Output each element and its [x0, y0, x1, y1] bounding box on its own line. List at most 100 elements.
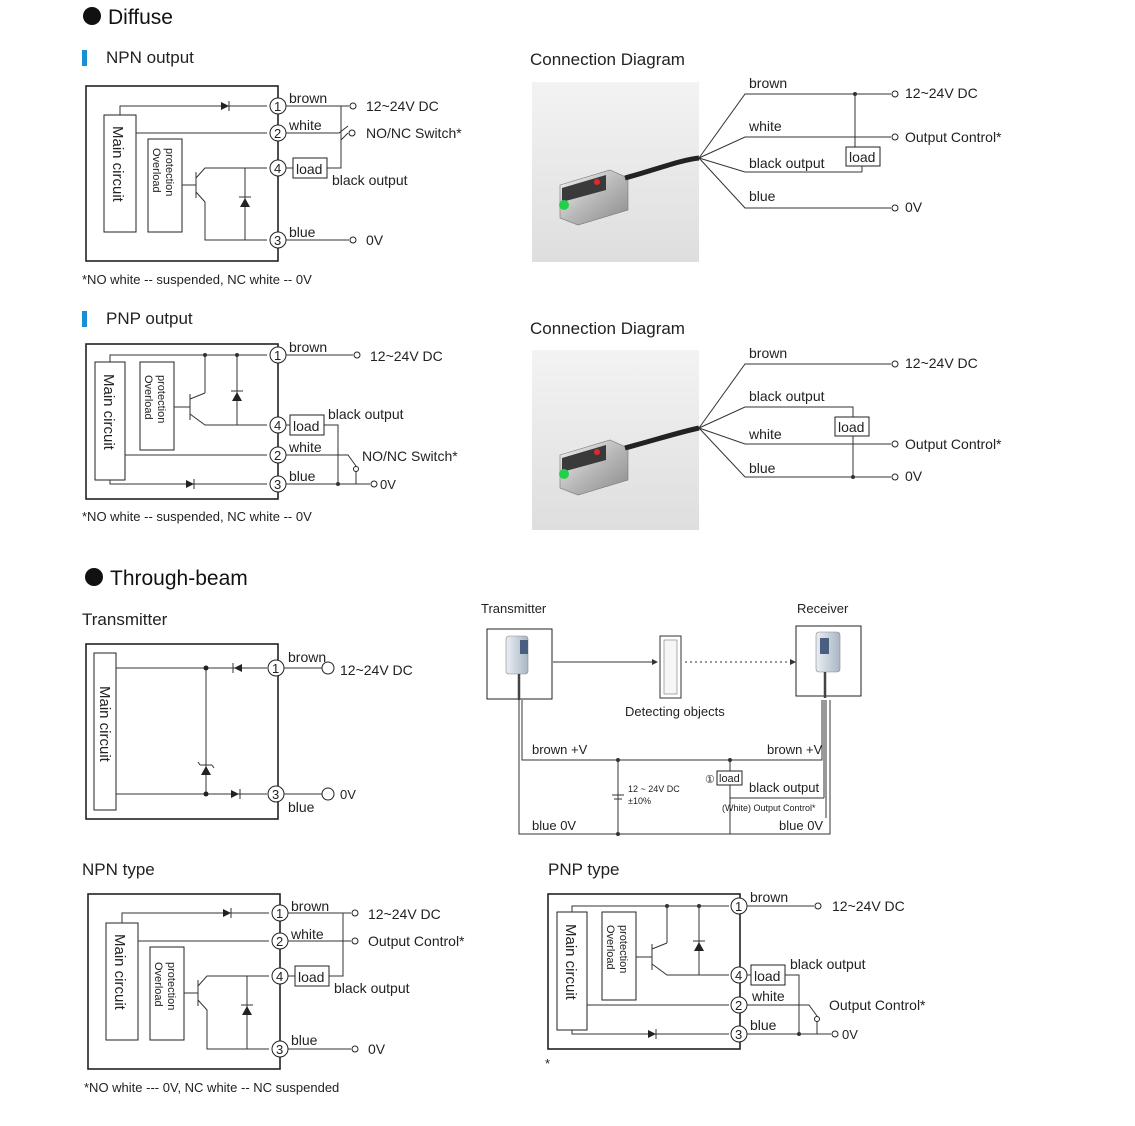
pin-3: 3: [272, 787, 279, 802]
through-beam-heading: Through-beam: [85, 567, 248, 590]
note-pnp-type: *: [545, 1056, 550, 1071]
pin-1: 1: [276, 906, 283, 921]
connection-diagram-1: Connection Diagram load brown white blac…: [530, 50, 1002, 262]
blue-0v-left: blue 0V: [532, 818, 576, 833]
wire-blue: blue: [289, 468, 316, 484]
load-label: load: [296, 161, 322, 177]
pin-3: 3: [274, 233, 281, 248]
wire-white: white: [748, 426, 782, 442]
load-label: load: [849, 149, 875, 165]
pnp-type-title: PNP type: [548, 860, 620, 879]
zero-v-label: 0V: [380, 477, 396, 492]
pin-3: 3: [276, 1042, 283, 1057]
accent-bar: [82, 50, 87, 66]
pnp-output-title: PNP output: [106, 309, 193, 328]
bullet-icon: [85, 568, 103, 586]
wire-black: black output: [749, 388, 825, 404]
pin-1: 1: [274, 99, 281, 114]
npn-output-title: NPN output: [106, 48, 194, 67]
switch-label: NO/NC Switch*: [366, 125, 462, 141]
output-control-label: Output Control*: [829, 997, 926, 1013]
pnp-output-block: PNP output Main circuit Overload protect…: [82, 309, 458, 524]
main-circuit-label: Main circuit: [111, 934, 128, 1011]
npn-type-block: NPN type Main circuit Overload protectio…: [82, 860, 465, 1095]
note-pnp: *NO white -- suspended, NC white -- 0V: [82, 509, 312, 524]
circle-1-label: ①: [705, 774, 715, 786]
pin-1: 1: [735, 899, 742, 914]
wire-white: white: [288, 439, 322, 455]
output-control-label: Output Control*: [905, 129, 1002, 145]
bullet-icon: [83, 7, 101, 25]
supply-label: 12~24V DC: [368, 906, 441, 922]
black-output-label: black output: [749, 780, 819, 795]
supply-label: 12~24V DC: [905, 85, 978, 101]
sensor-photo-2: [532, 350, 699, 530]
pin-2: 2: [276, 934, 283, 949]
wire-white: white: [751, 988, 785, 1004]
pin-3: 3: [274, 477, 281, 492]
pnp-type-block: PNP type Main circuit Overload protectio…: [545, 860, 926, 1071]
receiver-label: Receiver: [797, 601, 849, 616]
zero-v-label: 0V: [368, 1041, 386, 1057]
through-beam-wiring: Transmitter Receiver Detecting objects l…: [481, 601, 862, 836]
pin-3: 3: [735, 1027, 742, 1042]
pin-1: 1: [272, 661, 279, 676]
npn-output-block: NPN output Main circuit Overload protect…: [82, 48, 462, 287]
wire-brown: brown: [289, 339, 327, 355]
overload-label-2: protection: [617, 925, 629, 973]
main-circuit-label: Main circuit: [96, 686, 113, 763]
overload-box: [147, 138, 183, 233]
wire-black: black output: [790, 956, 866, 972]
wire-brown: brown: [749, 75, 787, 91]
zero-v-label: 0V: [340, 787, 356, 802]
wire-brown: brown: [291, 898, 329, 914]
supply-label: 12~24V DC: [832, 898, 905, 914]
transmitter-block: Transmitter Main circuit 1 3 brown blue …: [82, 610, 413, 820]
note-npn: *NO white -- suspended, NC white -- 0V: [82, 272, 312, 287]
wire-white: white: [288, 117, 322, 133]
wire-blue: blue: [750, 1017, 777, 1033]
pin-4: 4: [274, 161, 281, 176]
zero-v-label: 0V: [905, 468, 923, 484]
supply-line-1: 12 ~ 24V DC: [628, 784, 680, 794]
supply-label: 12~24V DC: [370, 348, 443, 364]
wire-blue: blue: [291, 1032, 318, 1048]
connection-title-2: Connection Diagram: [530, 319, 685, 338]
transmitter-title: Transmitter: [82, 610, 168, 629]
load-label: load: [293, 418, 319, 434]
load-label: load: [298, 969, 324, 985]
zero-v-label: 0V: [366, 232, 384, 248]
wire-black: black output: [334, 980, 410, 996]
output-control-label: Output Control*: [368, 933, 465, 949]
white-output-label: (White) Output Control*: [722, 803, 816, 813]
output-control-label: Output Control*: [905, 436, 1002, 452]
brown-v-left: brown +V: [532, 742, 588, 757]
wire-black: black output: [332, 172, 408, 188]
wire-white: white: [290, 926, 324, 942]
main-circuit-label: Main circuit: [562, 924, 579, 1001]
supply-line-2: ±10%: [628, 796, 651, 806]
supply-label: 12~24V DC: [905, 355, 978, 371]
pin-1: 1: [274, 348, 281, 363]
transmitter-label: Transmitter: [481, 601, 547, 616]
overload-label-2: protection: [163, 148, 175, 196]
pin-2: 2: [274, 126, 281, 141]
overload-label-1: Overload: [152, 962, 164, 1007]
sensor-housing: [85, 643, 279, 820]
green-led-icon: [559, 469, 569, 479]
overload-box: [601, 911, 637, 1001]
pin-4: 4: [276, 969, 283, 984]
zero-v-label: 0V: [842, 1027, 858, 1042]
diffuse-heading: Diffuse: [83, 6, 173, 29]
supply-label: 12~24V DC: [366, 98, 439, 114]
sensor-photo-1: [532, 82, 699, 262]
wire-black: black output: [749, 155, 825, 171]
wire-blue: blue: [289, 224, 316, 240]
wire-blue: blue: [749, 460, 776, 476]
blue-0v-right: blue 0V: [779, 818, 823, 833]
supply-label: 12~24V DC: [340, 662, 413, 678]
overload-label-1: Overload: [604, 925, 616, 970]
load-label: load: [719, 773, 740, 785]
red-led-icon: [594, 179, 600, 185]
